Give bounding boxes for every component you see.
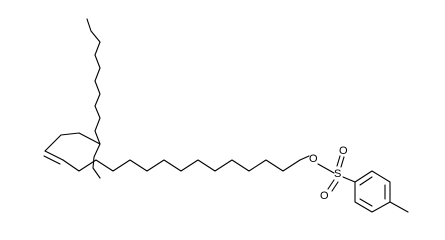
ring-inner-bond-1 — [359, 176, 373, 186]
chain-left-segment — [44, 132, 101, 152]
s-o-top-bond-2 — [340, 156, 345, 168]
o-s-bond — [317, 163, 335, 174]
alkyl-chain-bonds — [86, 18, 101, 179]
s-o-bottom-bond-2 — [331, 181, 339, 192]
ring-inner-bond-3 — [359, 198, 373, 207]
sulfur-label: S — [334, 168, 341, 180]
s-o-top-bond-1 — [336, 155, 341, 167]
double-bond-upper — [44, 150, 64, 161]
s-ring-bond — [342, 176, 356, 183]
sulfonyl-oxygen-top-label: O — [339, 145, 348, 157]
s-o-bottom-bond-1 — [327, 179, 335, 190]
methylene-chain — [62, 159, 301, 172]
sulfonyl-group: S O O — [320, 145, 356, 202]
ester-oxygen-label: O — [309, 153, 318, 165]
ester-linkage: O — [299, 153, 335, 174]
cis-double-bond — [43, 132, 101, 165]
methyl-bond — [389, 201, 409, 213]
methylene-chain-bonds — [62, 159, 301, 172]
alkyl-chain — [86, 18, 101, 179]
sulfonyl-oxygen-bottom-label: O — [320, 190, 329, 202]
double-bond-lower — [43, 155, 61, 165]
tolyl-ring — [354, 170, 409, 213]
c-o-bond — [299, 155, 310, 161]
